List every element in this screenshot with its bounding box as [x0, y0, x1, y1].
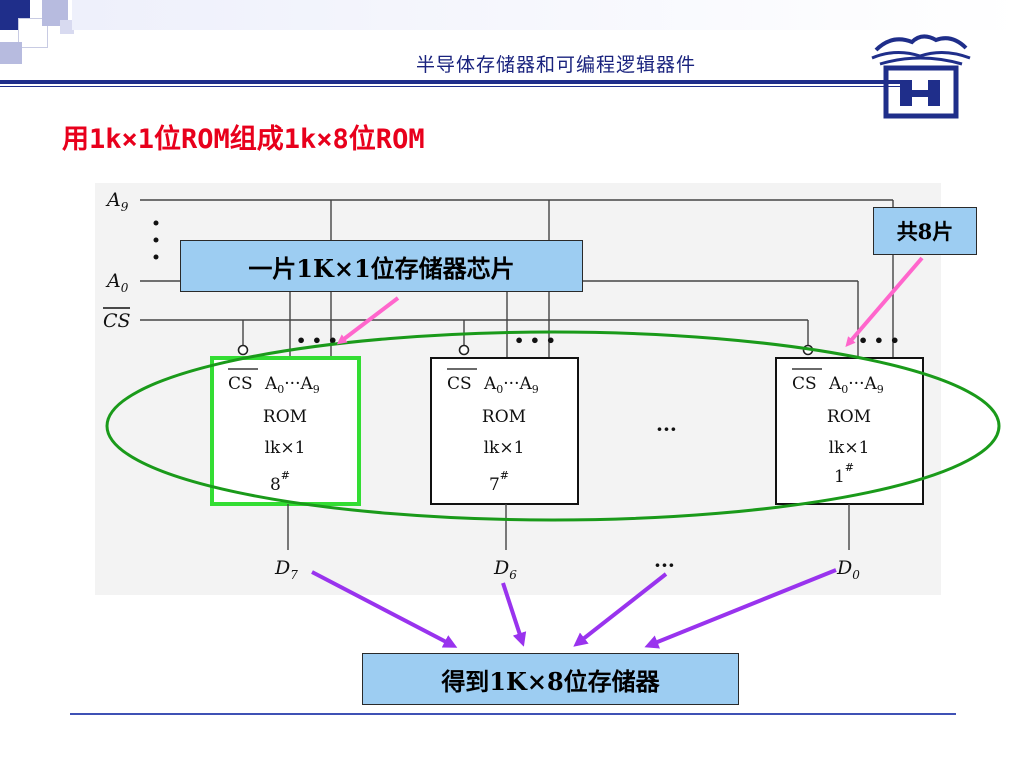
svg-text:lk×1: lk×1 — [484, 438, 525, 458]
callout-result: 得到1K×8位存储器 — [362, 653, 739, 705]
callout-chip-label: 一片1K×1位存储器芯片 — [180, 240, 583, 292]
drop-dots-chip-7: • • • — [514, 331, 556, 350]
svg-text:lk×1: lk×1 — [265, 438, 306, 458]
chips-ellipsis: ··· — [656, 417, 677, 441]
purple-arrow-d7 — [311, 570, 458, 648]
purple-arrow-dots — [573, 572, 668, 647]
svg-text:8#: 8# — [270, 469, 290, 495]
chips-group-ellipse — [105, 330, 1001, 522]
bus-dot — [153, 237, 159, 243]
pink-arrow-chip-label — [336, 296, 400, 345]
drop-dots-chip-1: • • • — [858, 331, 900, 350]
svg-text:ROM: ROM — [827, 407, 871, 427]
label-cs: CS — [103, 310, 131, 332]
chip-8: CS A0···A9 ROM lk×1 8# — [228, 368, 320, 495]
svg-text:A0···A9: A0···A9 — [483, 374, 539, 396]
chip-box-7 — [430, 357, 579, 505]
cs-bubble-chip-7 — [458, 344, 470, 356]
output-label-d7: D7 — [274, 557, 298, 582]
header-gradient-bar — [72, 0, 1024, 30]
pink-arrow-count — [845, 256, 924, 348]
cs-bubble-chip-8 — [237, 344, 249, 356]
svg-text:CS: CS — [447, 374, 472, 394]
chip-7: CS A0···A9 ROM lk×1 7# — [447, 368, 539, 495]
purple-arrow-d0 — [644, 568, 837, 649]
svg-text:1#: 1# — [834, 461, 854, 487]
header-subtitle: 半导体存储器和可编程逻辑器件 — [416, 54, 697, 76]
svg-text:A0···A9: A0···A9 — [264, 374, 320, 396]
purple-arrow-d6 — [501, 582, 527, 647]
callout-count: 共8片 — [873, 207, 977, 255]
label-a9: A9 — [105, 189, 129, 214]
svg-text:CS: CS — [228, 374, 253, 394]
svg-text:ROM: ROM — [482, 407, 526, 427]
bus-dot — [153, 254, 159, 260]
output-label-d6: D6 — [493, 557, 517, 582]
header-rule — [0, 80, 900, 84]
bus-dot — [153, 220, 159, 226]
chip-box-8 — [210, 356, 361, 506]
svg-text:ROM: ROM — [263, 407, 307, 427]
svg-text:lk×1: lk×1 — [829, 438, 870, 458]
university-logo — [871, 34, 971, 119]
corner-square — [0, 42, 22, 64]
chip-1: CS A0···A9 ROM lk×1 1# — [792, 368, 884, 487]
output-dots: ··· — [654, 553, 675, 577]
label-a0: A0 — [105, 270, 129, 295]
svg-text:A0···A9: A0···A9 — [828, 374, 884, 396]
header-rule-thin — [0, 86, 900, 87]
output-label-d0: D0 — [836, 557, 860, 582]
corner-square — [60, 20, 74, 34]
footer-rule — [70, 713, 956, 715]
svg-text:7#: 7# — [489, 469, 509, 495]
slide-title: 用1k×1位ROM组成1k×8位ROM — [62, 124, 425, 155]
svg-text:CS: CS — [792, 374, 817, 394]
